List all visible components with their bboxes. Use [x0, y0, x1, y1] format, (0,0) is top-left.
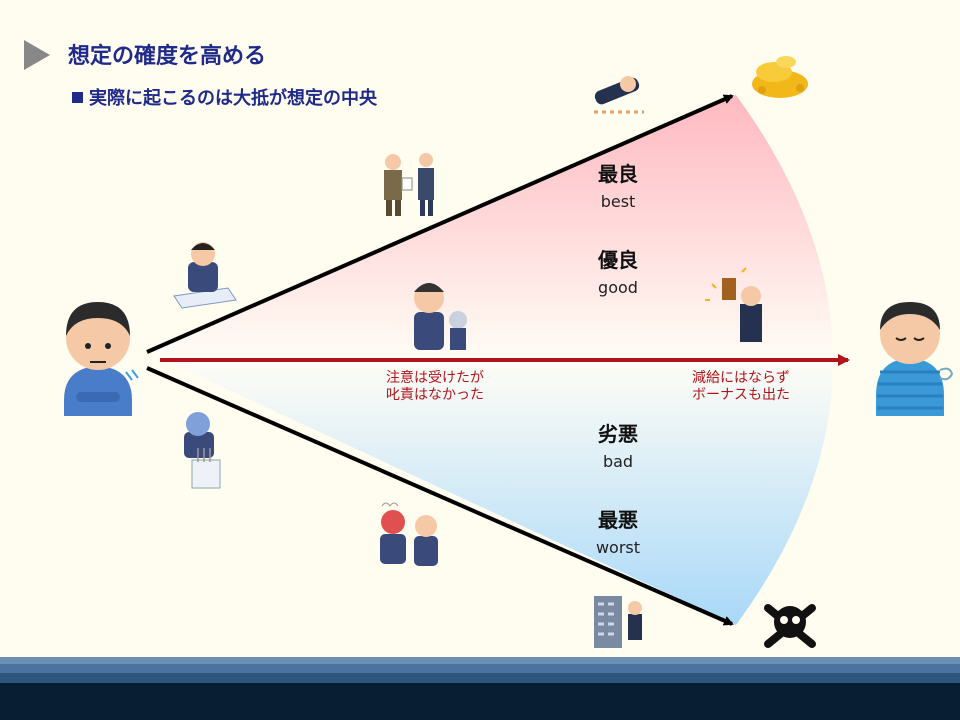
level-worst-jp: 最悪 [598, 508, 638, 532]
bonus-envelope-icon [705, 267, 762, 342]
level-good-jp: 優良 [598, 248, 638, 272]
level-best-en: best [600, 192, 636, 211]
bullet-square-icon [72, 92, 83, 103]
boss-and-employee-icon [384, 153, 434, 216]
angry-boss-icon [380, 502, 438, 566]
footer-band [0, 673, 960, 683]
note-line: 注意は受けたが [386, 370, 484, 386]
shredder-employee-icon [184, 412, 221, 489]
level-bad-en: bad [602, 452, 634, 471]
gold-coins-icon [752, 56, 808, 98]
footer-bar [0, 683, 960, 720]
businessman-falling-icon [594, 76, 644, 114]
note-line: ボーナスも出た [692, 387, 790, 403]
level-bad-jp: 劣悪 [598, 422, 638, 446]
page-title: 想定の確度を高める [68, 44, 267, 69]
note-line: 減給にはならず [692, 370, 790, 386]
arrow-worst [146, 366, 734, 626]
skull-icon [764, 604, 816, 648]
arrow-best [146, 94, 734, 354]
footer-band [0, 664, 960, 673]
level-best-jp: 最良 [598, 162, 638, 186]
title-triangle-icon [24, 40, 50, 70]
level-good-en: good [598, 278, 638, 297]
scolded-employee-icon [414, 283, 467, 350]
subtitle-text: 実際に起こるのは大抵が想定の中央 [89, 88, 377, 109]
note-middle-left: 注意は受けたが 叱責はなかった [386, 370, 484, 404]
level-worst-en: worst [595, 538, 641, 557]
fired-building-icon [594, 596, 642, 648]
note-middle-right: 減給にはならず ボーナスも出た [692, 370, 790, 404]
subtitle: 実際に起こるのは大抵が想定の中央 [72, 84, 377, 110]
phone-apology-icon [173, 242, 237, 309]
relieved-man-icon [876, 302, 954, 416]
footer-band [0, 657, 960, 664]
note-line: 叱責はなかった [386, 387, 484, 403]
worried-man-icon [64, 302, 139, 416]
